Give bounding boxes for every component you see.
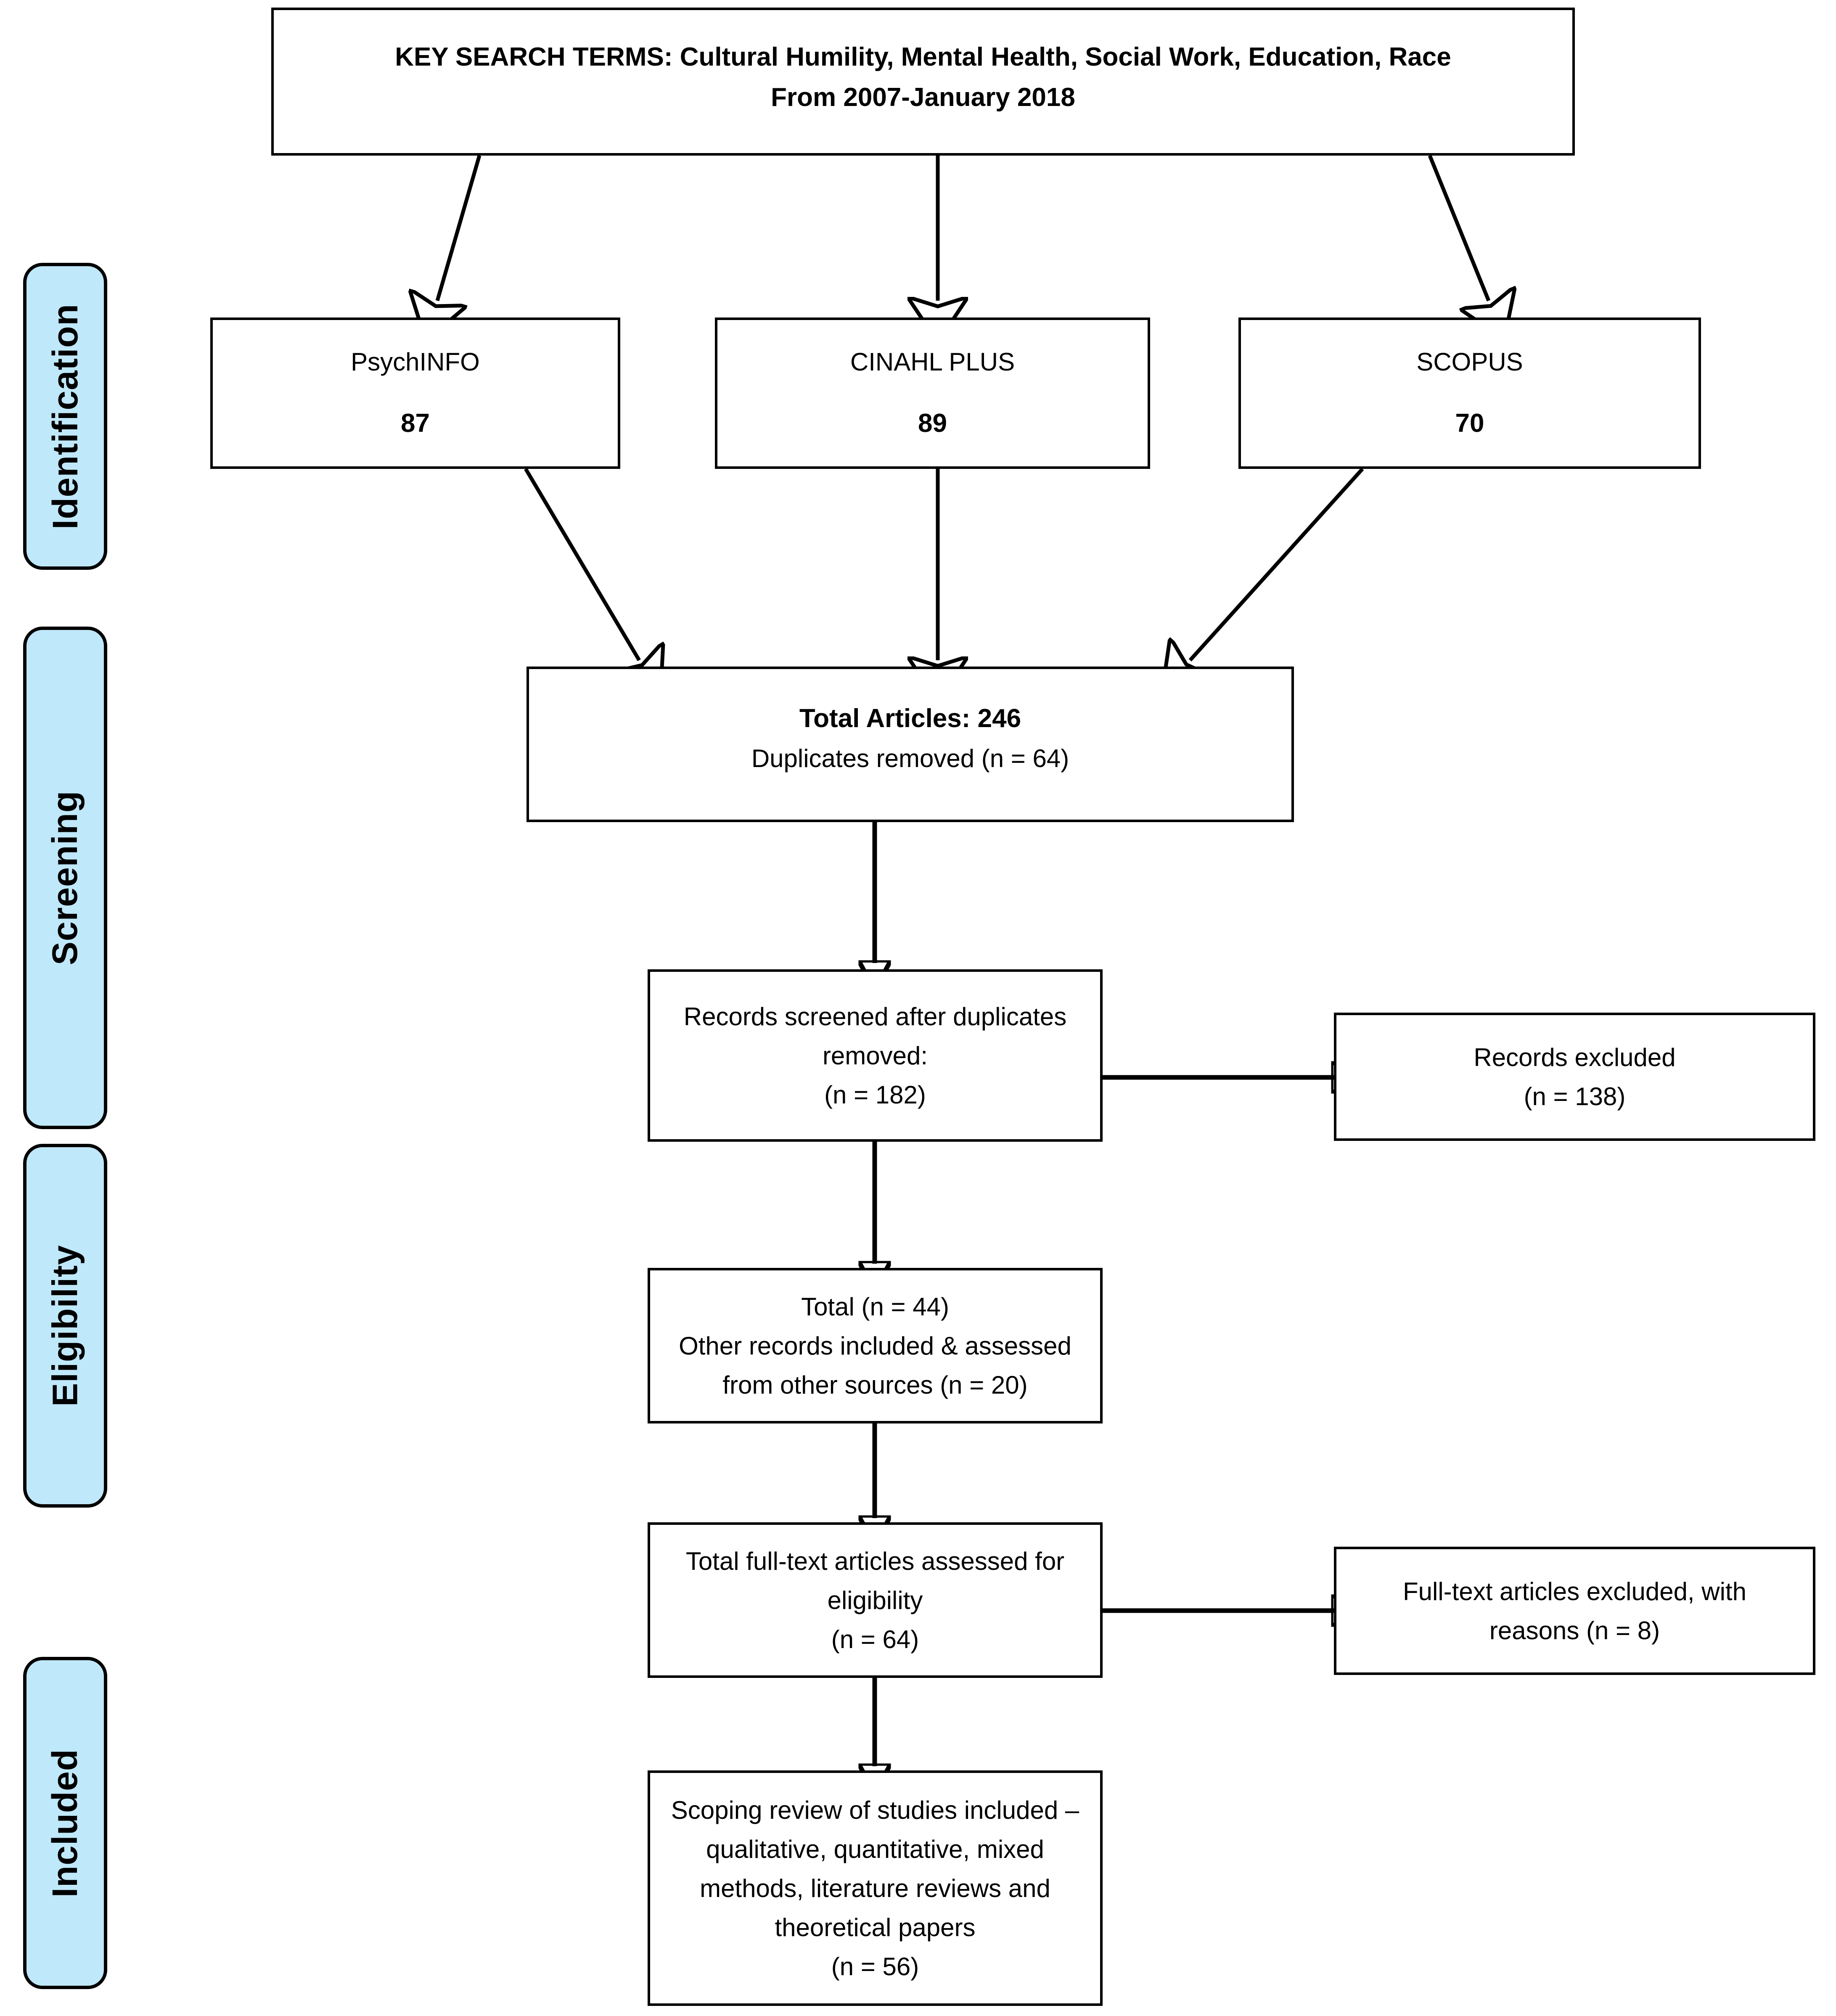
database-box-psychinfo: PsychINFO 87 (210, 317, 620, 469)
records-screened-box: Records screened after duplicates remove… (648, 969, 1103, 1142)
eligibility-total-box: Total (n = 44) Other records included & … (648, 1268, 1103, 1423)
phase-bar-eligibility: Eligibility (23, 1144, 107, 1508)
total-articles-box: Total Articles: 246 Duplicates removed (… (526, 667, 1294, 822)
arrow-header-to-psychinfo (437, 155, 481, 301)
records-screened-line-1: Records screened after duplicates (683, 1002, 1067, 1031)
search-terms-line-2: From 2007-January 2018 (771, 83, 1075, 112)
eligibility-other-records-line-2: from other sources (n = 20) (722, 1370, 1028, 1399)
records-excluded-count: (n = 138) (1524, 1082, 1626, 1111)
database-box-scopus: SCOPUS 70 (1238, 317, 1701, 469)
database-box-cinahl-plus: CINAHL PLUS 89 (715, 317, 1150, 469)
eligibility-other-records-line-1: Other records included & assessed (679, 1331, 1071, 1360)
eligibility-total-count: Total (n = 44) (801, 1292, 949, 1321)
database-count-scopus: 70 (1455, 409, 1484, 438)
database-count-psychinfo: 87 (401, 409, 430, 438)
records-excluded-line-1: Records excluded (1474, 1043, 1676, 1071)
included-final-line-2: qualitative, quantitative, mixed (706, 1835, 1044, 1863)
phase-label-screening: Screening (45, 790, 85, 966)
phase-bar-screening: Screening (23, 627, 107, 1129)
database-name-psychinfo: PsychINFO (351, 348, 480, 376)
included-final-box: Scoping review of studies included – qua… (648, 1770, 1103, 2006)
records-screened-line-2: removed: (822, 1041, 928, 1070)
database-name-cinahl-plus: CINAHL PLUS (850, 348, 1015, 376)
arrow-header-to-scopus (1428, 155, 1489, 301)
duplicates-removed: Duplicates removed (n = 64) (751, 744, 1069, 773)
included-final-line-3: methods, literature reviews and (700, 1874, 1050, 1902)
fulltext-assessed-line-1: Total full-text articles assessed for (685, 1547, 1065, 1575)
database-name-scopus: SCOPUS (1416, 348, 1523, 376)
search-terms-box: KEY SEARCH TERMS: Cultural Humility, Men… (271, 8, 1575, 156)
arrow-scopus-to-total (1190, 467, 1364, 660)
phase-label-eligibility: Eligibility (45, 1245, 85, 1407)
fulltext-assessed-line-2: eligibility (827, 1586, 923, 1614)
database-count-cinahl-plus: 89 (918, 409, 947, 438)
included-final-line-4: theoretical papers (775, 1913, 976, 1942)
records-excluded-box: Records excluded (n = 138) (1334, 1013, 1815, 1141)
fulltext-assessed-box: Total full-text articles assessed for el… (648, 1522, 1103, 1678)
total-articles-count: Total Articles: 246 (799, 704, 1021, 733)
phase-label-identification: Identification (45, 303, 85, 529)
fulltext-excluded-box: Full-text articles excluded, with reason… (1334, 1547, 1815, 1675)
included-final-count: (n = 56) (831, 1952, 919, 1981)
included-final-line-1: Scoping review of studies included – (671, 1796, 1079, 1824)
search-terms-line-1: KEY SEARCH TERMS: Cultural Humility, Men… (395, 42, 1451, 71)
records-screened-count: (n = 182) (824, 1080, 926, 1109)
phase-bar-identification: Identification (23, 263, 107, 570)
fulltext-excluded-count: reasons (n = 8) (1489, 1616, 1660, 1645)
fulltext-assessed-count: (n = 64) (831, 1625, 919, 1654)
phase-label-included: Included (45, 1749, 85, 1897)
fulltext-excluded-line-1: Full-text articles excluded, with (1403, 1577, 1746, 1606)
phase-bar-included: Included (23, 1657, 107, 1989)
arrow-psychinfo-to-total (524, 468, 639, 660)
